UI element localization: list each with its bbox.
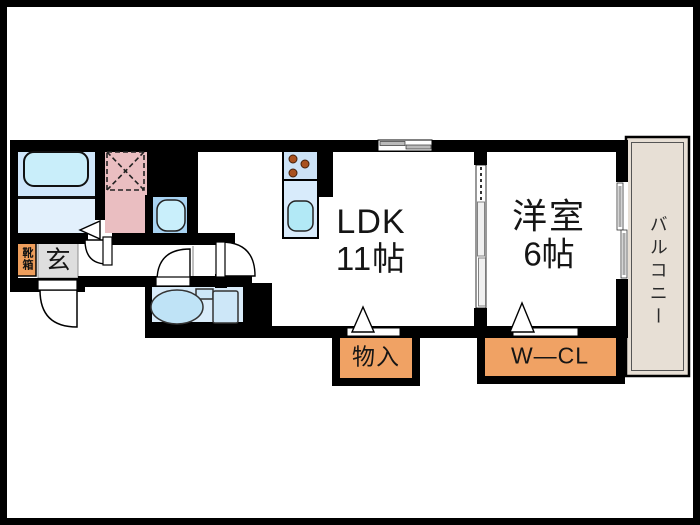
toilet-icon (150, 288, 239, 325)
kitchen-unit (282, 149, 319, 239)
wall-vanity-right (187, 197, 198, 244)
wall-left (10, 140, 18, 292)
wall-wcl-bottom (477, 376, 625, 384)
bathtub-icon (23, 151, 89, 187)
ldk-door-leaf (215, 241, 226, 278)
washroom-floor (103, 147, 147, 233)
washing-machine-icon (106, 151, 145, 191)
balcony-label: バルコニー (647, 214, 668, 330)
walk-in-closet-fill (485, 338, 616, 376)
wall-vanity-left (145, 195, 153, 244)
wall-bath-wash (95, 147, 105, 222)
kitchen-sink-icon (287, 200, 314, 232)
ldk-window-pane (379, 141, 406, 146)
bath-door-marker (78, 219, 101, 241)
wall-storage-bottom (332, 378, 420, 386)
stove-burner-icon (288, 154, 298, 164)
stove-burner-icon (300, 159, 310, 169)
partition-slider-panel (477, 201, 485, 257)
washbasin-icon (156, 199, 186, 232)
wall-kitchen-stub (318, 140, 333, 197)
balcony-slider-glass (618, 186, 622, 227)
shoe-cabinet-label: 靴箱 (20, 247, 33, 271)
wall-wcl-right (616, 326, 625, 384)
wall-wash-hall (112, 233, 235, 245)
wall-toilet-left (145, 283, 152, 338)
western-room-size: 6帖 (523, 235, 575, 273)
entrance-label: 玄 (45, 246, 71, 275)
walk-in-closet-label: W―CL (510, 342, 590, 369)
wall-storage-right (412, 326, 420, 386)
wall-partition-top (474, 140, 487, 165)
wcl-door-marker (508, 301, 536, 333)
ldk-window-pane (405, 144, 432, 150)
balcony-inner-line (631, 142, 684, 371)
wall-bath-hall (10, 233, 88, 244)
balcony-slider-glass (622, 233, 626, 275)
storage-label: 物入 (352, 343, 400, 370)
bathroom-divider (18, 196, 95, 199)
ldk-name: LDK (336, 202, 406, 241)
doors (37, 236, 579, 337)
stove-burner-icon (288, 168, 298, 178)
kitchen-stove-counter (283, 150, 318, 180)
wall-toilet-bottom (145, 322, 272, 338)
western-room-name: 洋室 (511, 197, 587, 237)
kitchen-counter-outline (282, 149, 319, 239)
ldk-door-swing (220, 241, 256, 277)
fixtures (23, 149, 319, 325)
partition-slider-panel (478, 257, 486, 307)
toilet-door-swing (156, 248, 191, 282)
ldk-room-label: LDK 11帖 (336, 204, 406, 276)
toilet-door-leaf (155, 276, 191, 287)
storage-fill (340, 338, 412, 378)
openings (78, 139, 628, 309)
storage-door-marker (350, 305, 376, 333)
ldk-size: 11帖 (335, 239, 407, 277)
western-room-label: 洋室 6帖 (512, 198, 586, 271)
washroom-door-leaf (102, 236, 113, 266)
wall-wcl-left (477, 326, 485, 384)
wall-storage-left (332, 326, 340, 386)
entrance-door-leaf (37, 279, 78, 291)
bathroom-lower-floor (18, 198, 95, 233)
wall-duct-block (147, 140, 198, 197)
entrance-door-swing (39, 289, 78, 328)
